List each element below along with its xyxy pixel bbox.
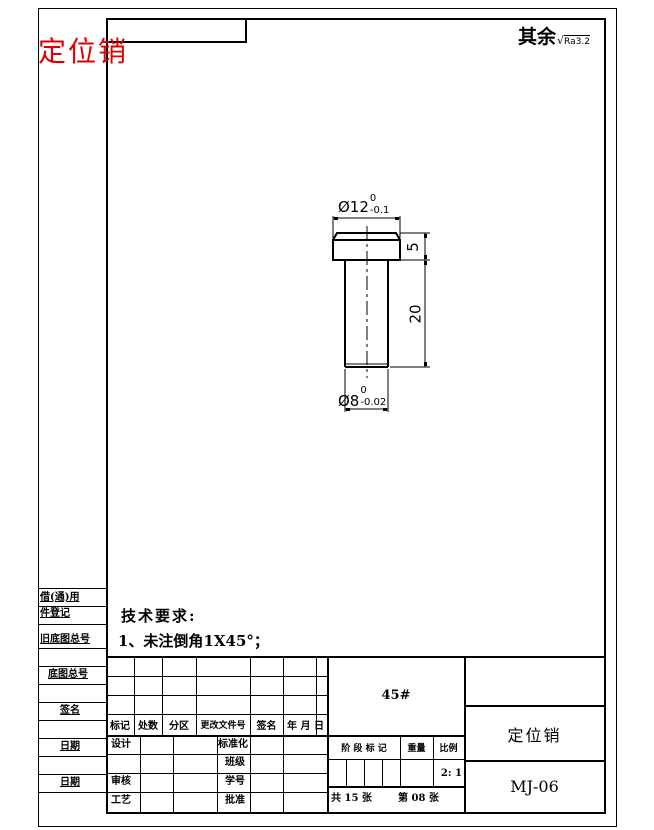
surface-note: 其余 √ Ra3.2 xyxy=(518,26,590,48)
rev-header-change-doc: 更改文件号 xyxy=(200,721,246,731)
dim-shank-length: 20 xyxy=(406,304,425,324)
tech-req-item-1: 1、未注倒角1X45°； xyxy=(118,632,269,650)
title-block-top xyxy=(106,656,604,658)
red-part-title: 定位销 xyxy=(38,35,129,68)
inner-frame xyxy=(106,18,606,814)
scale-value: 2: 1 xyxy=(440,767,462,779)
stage-mark-label: 阶 段 标 记 xyxy=(341,744,387,754)
material: 45# xyxy=(381,688,411,703)
scale-label: 比例 xyxy=(439,744,458,754)
sheet-number: 第 08 张 xyxy=(398,793,439,804)
side-label-old-drawing-no: 旧底图总号 xyxy=(40,634,90,645)
rev-header-count: 处数 xyxy=(138,721,158,732)
roughness-value: Ra3.2 xyxy=(564,35,590,47)
side-label-date-1: 日期 xyxy=(60,741,80,752)
side-label-drawing-no: 底图总号 xyxy=(48,669,88,680)
signoff-standardize: 标准化 xyxy=(218,739,248,750)
roughness-symbol-icon: √ xyxy=(557,34,565,47)
dim-head-diameter-value: Ø12 xyxy=(338,198,369,216)
dim-head-tol-upper: 0 xyxy=(369,193,377,204)
side-label-signature: 签名 xyxy=(60,705,80,716)
side-label-borrow: 借(通)用 xyxy=(40,592,80,603)
signoff-review: 审核 xyxy=(111,776,131,787)
signoff-approve: 批准 xyxy=(225,795,245,806)
sheets-total: 共 15 张 xyxy=(331,793,372,804)
drawing-number: MJ-06 xyxy=(510,776,559,796)
surface-note-text: 其余 xyxy=(518,26,557,48)
top-left-box xyxy=(106,18,247,43)
rev-header-zone: 分区 xyxy=(169,721,189,732)
dim-head-height: 5 xyxy=(403,242,422,252)
rev-header-sign: 签名 xyxy=(256,721,277,732)
rev-header-date: 年 月 日 xyxy=(287,721,324,732)
signoff-class: 班级 xyxy=(225,757,245,768)
part-name: 定位销 xyxy=(507,725,562,745)
dim-shank-tol-lower: -0.02 xyxy=(360,397,387,408)
signoff-design: 设计 xyxy=(111,739,131,750)
side-label-register: 件登记 xyxy=(40,608,70,619)
rev-header-mark: 标记 xyxy=(110,721,130,732)
dim-shank-diameter: Ø8 0 -0.02 xyxy=(338,386,387,411)
outer-frame xyxy=(38,8,617,827)
signoff-student-no: 学号 xyxy=(225,776,245,787)
weight-label: 重量 xyxy=(407,744,426,754)
dim-head-diameter: Ø12 0 -0.1 xyxy=(338,194,390,217)
signoff-process: 工艺 xyxy=(111,795,131,806)
dim-head-tol-lower: -0.1 xyxy=(369,205,390,216)
dim-shank-diameter-value: Ø8 xyxy=(338,392,360,410)
dim-shank-tol-upper: 0 xyxy=(360,385,367,396)
side-label-date-2: 日期 xyxy=(60,777,80,788)
tech-req-title: 技术要求: xyxy=(121,607,197,625)
